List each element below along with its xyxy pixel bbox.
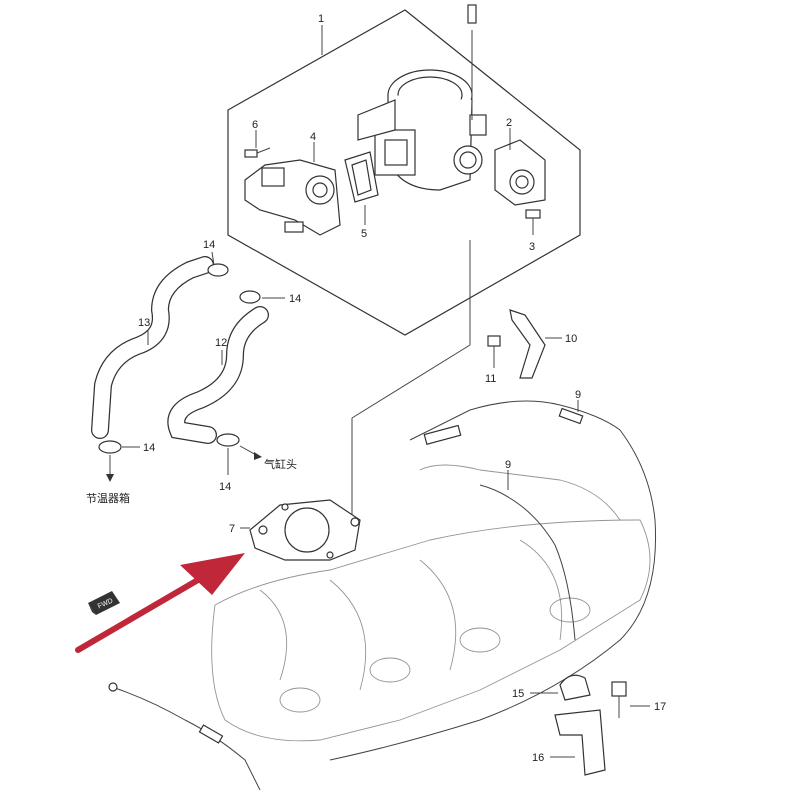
label-part-10: 10 [565, 333, 577, 345]
label-part-16: 16 [532, 752, 544, 764]
label-part-9b: 9 [505, 459, 511, 471]
throttle-body [357, 4, 487, 191]
thermostat-box-label: 节温器箱 [86, 491, 130, 505]
label-part-11: 11 [485, 373, 496, 385]
label-part-7: 7 [229, 523, 235, 535]
hose-12 [167, 306, 269, 444]
label-part-14c: 14 [143, 442, 155, 454]
hose-clamp-14a [207, 251, 229, 277]
hose-clamp-14d [216, 433, 262, 475]
label-part-13: 13 [138, 317, 150, 329]
label-part-14d: 14 [219, 481, 231, 493]
bracket-10 [509, 309, 562, 379]
hose-13 [91, 256, 214, 439]
red-callout-arrow [75, 553, 245, 653]
label-part-12: 12 [215, 337, 227, 349]
gasket-7 [240, 499, 361, 561]
hose-clamp-14b [239, 290, 285, 304]
bracket-16 [550, 709, 606, 776]
label-part-14b: 14 [289, 293, 301, 305]
label-part-3: 3 [529, 241, 535, 253]
label-part-17: 17 [654, 701, 666, 713]
gasket-5 [344, 151, 379, 225]
label-part-14a: 14 [203, 239, 215, 251]
hose-clamp-14c [98, 440, 140, 482]
clamp-15 [530, 674, 591, 701]
label-part-15: 15 [512, 688, 524, 700]
bolt-17 [611, 681, 650, 718]
intake-manifold [211, 464, 651, 742]
label-part-9a: 9 [575, 389, 581, 401]
screw-6 [244, 130, 271, 158]
label-part-1: 1 [318, 13, 324, 25]
throttle-body-assembly-box [227, 9, 581, 336]
label-part-5: 5 [361, 228, 367, 240]
cylinder-head-label: 气缸头 [264, 457, 297, 471]
fwd-arrow-icon: FWD [88, 591, 120, 615]
screw-3 [525, 209, 541, 235]
bolt-11 [487, 335, 501, 368]
label-part-4: 4 [310, 131, 316, 143]
idle-air-control-valve [244, 142, 341, 236]
label-part-2: 2 [506, 117, 512, 129]
label-part-6: 6 [252, 119, 258, 131]
throttle-position-sensor [494, 128, 546, 206]
cable-9 [108, 400, 657, 791]
